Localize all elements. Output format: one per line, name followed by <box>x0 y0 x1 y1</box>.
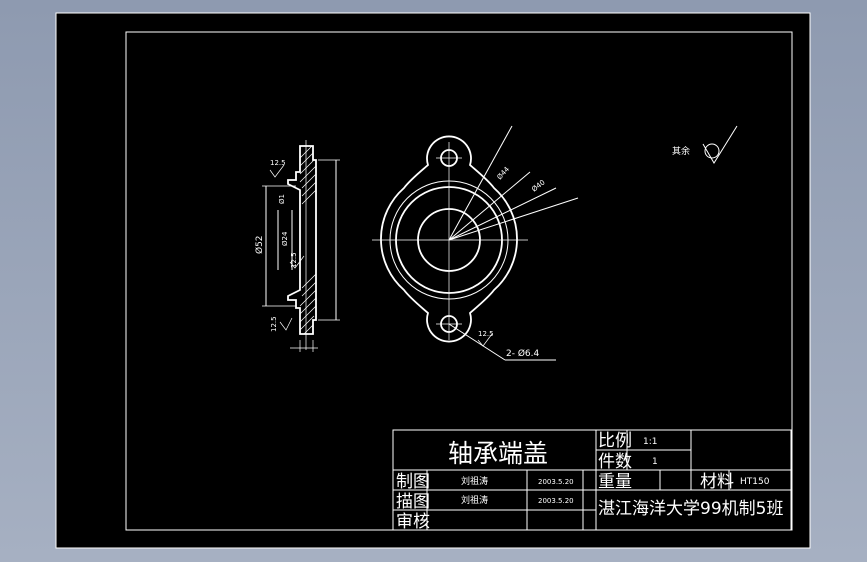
svg-text:12.5: 12.5 <box>270 316 278 332</box>
drawn-name: 刘祖涛 <box>461 475 488 487</box>
svg-text:12.5: 12.5 <box>478 330 494 338</box>
weight-label: 重量 <box>598 472 632 492</box>
dim-dia-1: Ø1 <box>278 194 286 204</box>
scale-label: 比例 <box>598 431 632 451</box>
scale-value: 1:1 <box>643 437 657 447</box>
leader-44 <box>448 171 531 241</box>
traced-date: 2003.5.20 <box>538 497 574 505</box>
roughness-symbol-top <box>269 164 285 178</box>
dim-holes: 2- Ø6.4 <box>506 348 540 359</box>
part-name: 轴承端盖 <box>448 439 548 468</box>
material-value: HT150 <box>740 477 770 487</box>
leader-top <box>448 125 513 241</box>
drawn-date: 2003.5.20 <box>538 478 574 486</box>
section-hatching <box>299 145 317 335</box>
title-block-frame <box>392 429 792 531</box>
roughness-symbol-hole <box>477 333 493 347</box>
section-view: Ø52 Ø24 Ø1 12.5 12.5 12.5 <box>254 140 340 352</box>
flange-outline <box>380 135 518 343</box>
title-block: 轴承端盖 比例 1:1 件数 1 重量 材料 HT150 制图 刘祖涛 2003… <box>392 429 792 532</box>
svg-text:其余: 其余 <box>672 145 690 157</box>
roughness-symbol-left <box>279 317 293 331</box>
material-label: 材料 <box>700 472 734 492</box>
dim-dia-52: Ø52 <box>254 235 265 254</box>
roughness-symbol-mid <box>289 255 305 269</box>
leader-holes <box>448 323 506 361</box>
traced-name: 刘祖涛 <box>461 494 488 506</box>
count-label: 件数 <box>598 452 632 472</box>
checked-label: 审核 <box>396 512 430 532</box>
dim-dia-24: Ø24 <box>281 231 289 246</box>
school-name: 湛江海洋大学99机制5班 <box>598 499 783 519</box>
svg-text:12.5: 12.5 <box>270 159 286 167</box>
rest-roughness-note: 其余 <box>672 125 738 164</box>
count-value: 1 <box>652 457 658 467</box>
svg-text:12.5: 12.5 <box>290 252 298 268</box>
drawing-sheet <box>55 12 811 549</box>
leader-40 <box>448 187 557 241</box>
traced-label: 描图 <box>396 492 430 512</box>
face-view: Ø44 Ø40 2- Ø6.4 12.5 <box>372 125 579 361</box>
leader-right <box>448 197 579 241</box>
drawn-label: 制图 <box>396 472 430 492</box>
